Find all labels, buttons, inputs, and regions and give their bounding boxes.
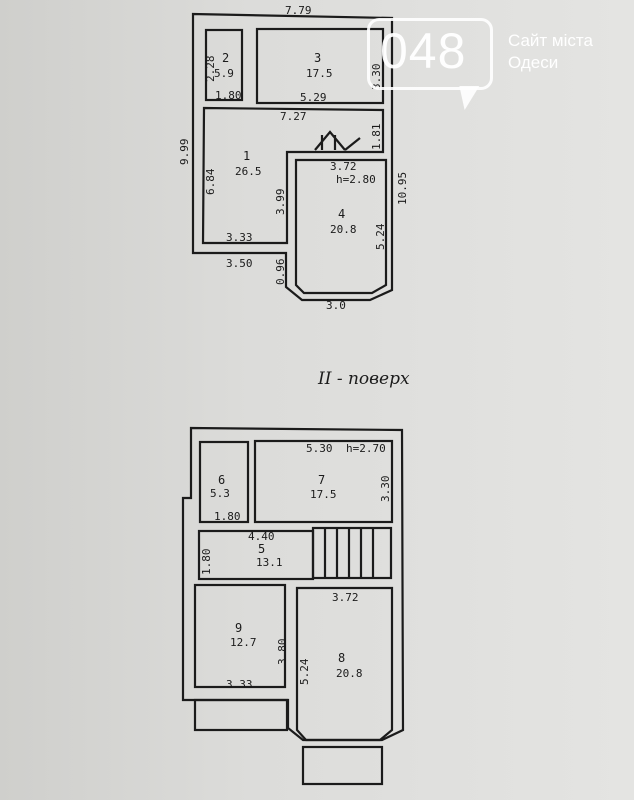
dimension: 3.0: [326, 299, 346, 312]
dimension: 5.24: [374, 223, 387, 250]
dimension: 6.84: [204, 168, 217, 195]
dimension: 7.27: [280, 110, 307, 123]
dimension: 9.99: [178, 139, 191, 166]
room-number: 8: [338, 651, 345, 665]
room-2-walls: [204, 28, 244, 102]
room-number: 6: [218, 473, 225, 487]
room-area: 5.9: [214, 67, 234, 80]
room-6-walls: [198, 440, 250, 524]
room-8-walls: [295, 586, 394, 742]
room-area: 20.8: [330, 223, 357, 236]
dimension: 4.40: [248, 530, 275, 543]
dimension: 7.79: [285, 4, 312, 17]
site-line2: Одеси: [508, 53, 559, 72]
stairs-icon: [311, 526, 393, 580]
dimension: h=2.70: [346, 442, 386, 455]
dimension: 3.33: [226, 678, 253, 691]
stair-steps-icon: [323, 528, 375, 578]
room-1-walls: [201, 106, 385, 245]
stairs-icon: [314, 130, 361, 151]
room-area: 5.3: [210, 487, 230, 500]
dimension: 2.28: [204, 56, 217, 83]
site-line1: Сайт міста: [508, 31, 593, 50]
dimension: 3.80: [276, 639, 289, 666]
watermark-logo: [367, 18, 493, 90]
room-3-walls: [255, 27, 385, 105]
floor2-plan: 6 5.3 7 17.5 5 13.1 9 12.7 8 20.8 5.30 h…: [181, 426, 405, 786]
room-area: 26.5: [235, 165, 262, 178]
room-number: 5: [258, 542, 265, 556]
dimension: 10.95: [396, 172, 409, 205]
room-number: 2: [222, 51, 229, 65]
room-area: 20.8: [336, 667, 363, 680]
room-number: 1: [243, 149, 250, 163]
floor1-plan: 2 5.9 3 17.5 1 26.5 4 20.8 7.79 9.99 2.2…: [178, 4, 409, 312]
room-area: 17.5: [310, 488, 337, 501]
dimension: 1.80: [214, 510, 241, 523]
room-number: 9: [235, 621, 242, 635]
dimension: 3.99: [274, 189, 287, 216]
balcony: [301, 745, 384, 786]
room-number: 3: [314, 51, 321, 65]
floor1-outer-wall: [191, 12, 394, 302]
room-area: 13.1: [256, 556, 283, 569]
dimension: 1.81: [370, 124, 383, 151]
dimension: 1.80: [200, 549, 213, 576]
room-number: 4: [338, 207, 345, 221]
floor2-title: II - поверх: [317, 369, 410, 389]
dimension: 5.30: [306, 442, 333, 455]
room-number: 7: [318, 473, 325, 487]
balcony: [193, 698, 289, 732]
watermark-logo-text: 048: [380, 23, 467, 79]
dimension: h=2.80: [336, 173, 376, 186]
dimension: 5.29: [300, 91, 327, 104]
dimension: 0.96: [274, 259, 287, 286]
room-7-walls: [253, 439, 394, 524]
room-9-walls: [193, 583, 287, 689]
dimension: 5.24: [298, 658, 311, 685]
room-4-walls: [294, 158, 388, 295]
room-area: 12.7: [230, 636, 257, 649]
dimension: 3.30: [379, 476, 392, 503]
dimension: 3.33: [226, 231, 253, 244]
dimension: 1.80: [215, 89, 242, 102]
watermark-site-name: Сайт міста Одеси: [508, 30, 593, 74]
dimension: 3.72: [330, 160, 357, 173]
room-area: 17.5: [306, 67, 333, 80]
dimension: 3.72: [332, 591, 359, 604]
dimension: 3.50: [226, 257, 253, 270]
